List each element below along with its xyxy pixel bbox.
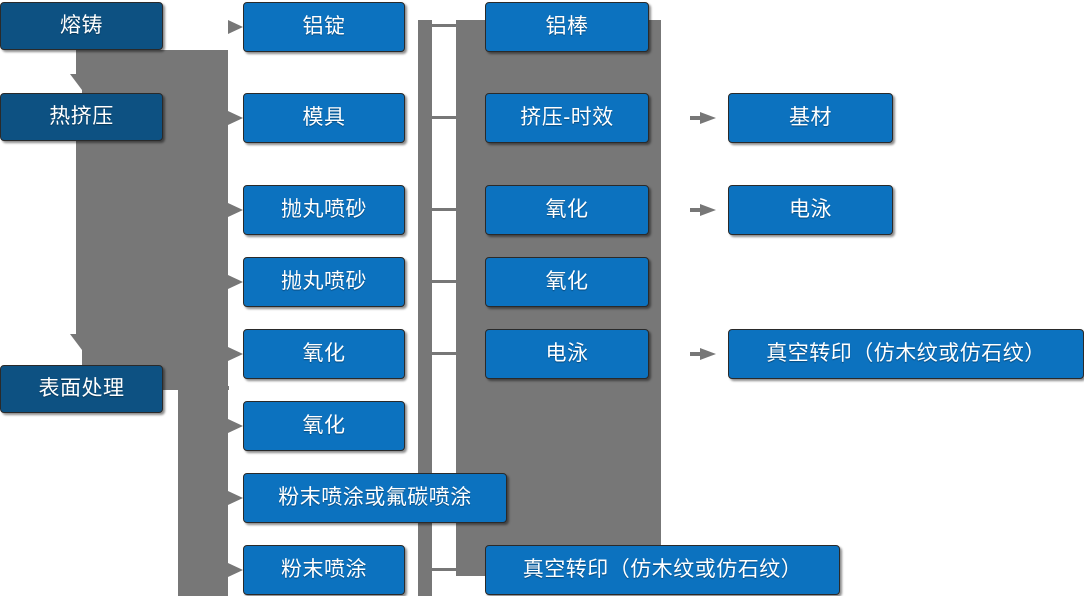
- subprocess-label-mold: 模具: [302, 106, 346, 130]
- subprocess-label-shot-blast-2: 抛丸喷砂: [281, 270, 367, 294]
- subprocess-box-aluminum-ingot[interactable]: 铝锭: [243, 2, 405, 52]
- treatment-box-aluminum-bar[interactable]: 铝棒: [485, 2, 649, 52]
- stage-box-surface-treatment[interactable]: 表面处理: [0, 365, 163, 413]
- treatment-box-oxidation-2[interactable]: 氧化: [485, 257, 649, 307]
- treatment-box-electrophoresis[interactable]: 电泳: [485, 329, 649, 379]
- stage-label-surface-treatment: 表面处理: [38, 377, 125, 401]
- stage-box-hot-extrude[interactable]: 热挤压: [0, 93, 163, 141]
- arrows-left-block-to-subprocess: [228, 20, 243, 577]
- treatment-box-oxidation-1[interactable]: 氧化: [485, 185, 649, 235]
- subprocess-label-powder-coating: 粉末喷涂: [281, 558, 367, 582]
- treatment-label-extrude-age: 挤压-时效: [520, 106, 614, 130]
- subprocess-box-oxidation-2[interactable]: 氧化: [243, 401, 405, 451]
- arrows-right-block-to-output: [690, 112, 716, 360]
- stage-label-melt-cast: 熔铸: [60, 14, 103, 38]
- subprocess-box-mold[interactable]: 模具: [243, 93, 405, 143]
- output-label-electrophoresis: 电泳: [789, 198, 832, 222]
- treatment-label-oxidation-1: 氧化: [545, 198, 589, 222]
- subprocess-label-powder-or-pvdf: 粉末喷涂或氟碳喷涂: [278, 486, 472, 510]
- subprocess-label-oxidation-1: 氧化: [302, 342, 346, 366]
- connector-mid-ties: [432, 24, 456, 571]
- treatment-label-vacuum-print: 真空转印（仿木纹或仿石纹）: [522, 558, 803, 582]
- arrow-down-to-surface-treatment: [70, 334, 94, 350]
- connector-mid-bar: [418, 20, 432, 596]
- treatment-label-oxidation-2: 氧化: [545, 270, 589, 294]
- subprocess-label-oxidation-2: 氧化: [302, 414, 346, 438]
- treatment-box-vacuum-print[interactable]: 真空转印（仿木纹或仿石纹）: [485, 545, 840, 595]
- subprocess-box-powder-or-pvdf[interactable]: 粉末喷涂或氟碳喷涂: [243, 473, 507, 523]
- treatment-label-electrophoresis: 电泳: [545, 342, 589, 366]
- subprocess-box-powder-coating[interactable]: 粉末喷涂: [243, 545, 405, 595]
- subprocess-label-shot-blast-1: 抛丸喷砂: [281, 198, 367, 222]
- output-label-vacuum-print: 真空转印（仿木纹或仿石纹）: [766, 342, 1046, 366]
- subprocess-box-oxidation-1[interactable]: 氧化: [243, 329, 405, 379]
- subprocess-box-shot-blast-1[interactable]: 抛丸喷砂: [243, 185, 405, 235]
- stage-label-hot-extrude: 热挤压: [49, 105, 114, 129]
- output-box-electrophoresis[interactable]: 电泳: [728, 185, 893, 235]
- treatment-box-extrude-age[interactable]: 挤压-时效: [485, 93, 649, 143]
- subprocess-box-shot-blast-2[interactable]: 抛丸喷砂: [243, 257, 405, 307]
- connector-surface-to-block: [163, 386, 229, 390]
- output-box-vacuum-print[interactable]: 真空转印（仿木纹或仿石纹）: [728, 329, 1084, 379]
- output-box-substrate[interactable]: 基材: [728, 93, 893, 143]
- connector-extrude-to-surface-stem: [76, 141, 88, 341]
- stage-box-melt-cast[interactable]: 熔铸: [0, 2, 163, 50]
- treatment-label-aluminum-bar: 铝棒: [545, 15, 589, 39]
- output-label-substrate: 基材: [789, 106, 832, 130]
- subprocess-label-aluminum-ingot: 铝锭: [302, 15, 346, 39]
- arrow-down-to-hot-extrude: [70, 74, 94, 90]
